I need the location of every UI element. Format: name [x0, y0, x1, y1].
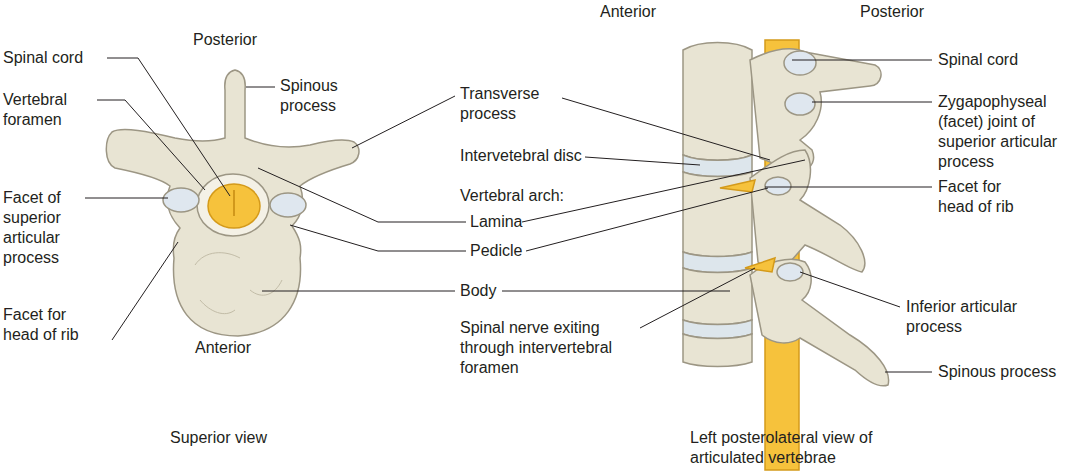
- part-label: Lamina: [470, 212, 530, 232]
- superior-vertebra: [106, 70, 359, 336]
- part-label: Inferior articular process: [906, 297, 1056, 337]
- view-direction: Anterior: [600, 2, 690, 22]
- part-label: Facet of superior articular process: [3, 188, 83, 268]
- view-caption: Superior view: [170, 428, 310, 448]
- part-label: Intervetebral disc: [460, 146, 585, 166]
- view-caption: Left posterolateral view of articulated …: [690, 428, 920, 468]
- part-label: Spinal nerve exiting through interverteb…: [460, 318, 638, 378]
- view-direction: Posterior: [860, 2, 960, 22]
- part-label: Body: [460, 281, 505, 301]
- part-label: Zygapophyseal (facet) joint of superior …: [938, 92, 1088, 172]
- part-label: Spinous process: [938, 362, 1088, 382]
- view-direction: Posterior: [193, 30, 293, 50]
- part-label: Transverse process: [460, 84, 560, 124]
- view-direction: Anterior: [195, 338, 295, 358]
- part-label: Facet for head of rib: [3, 305, 95, 345]
- part-label: Vertebral foramen: [3, 90, 95, 130]
- part-label: Spinal cord: [938, 50, 1058, 70]
- group-label: Vertebral arch:: [460, 186, 590, 206]
- part-label: Spinous process: [280, 76, 352, 116]
- articulated-vertebrae: [683, 40, 889, 470]
- part-label: Facet for head of rib: [938, 177, 1030, 217]
- part-label: Spinal cord: [3, 48, 103, 68]
- part-label: Pedicle: [470, 241, 530, 261]
